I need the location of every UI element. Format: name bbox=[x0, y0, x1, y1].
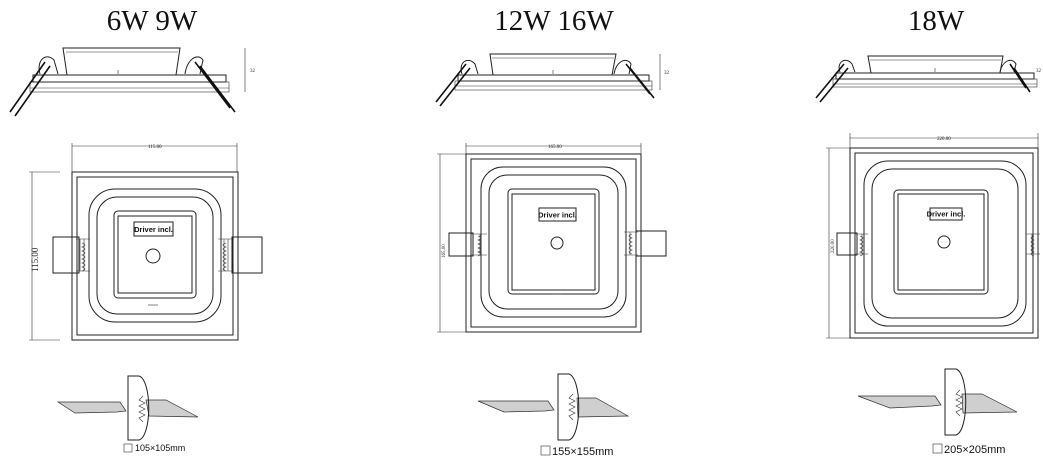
side-height-dim: 32 bbox=[250, 69, 256, 74]
driver-label: Driver incl. bbox=[538, 211, 577, 220]
width-dim: 220.00 bbox=[937, 137, 951, 142]
cutout-size: 155×155mm bbox=[552, 446, 613, 456]
cutout-detail: 155×155mm bbox=[477, 373, 630, 456]
height-dim: 165.00 bbox=[442, 244, 447, 258]
height-dim: 115.00 bbox=[30, 247, 40, 272]
model-18w: 18W 32 220.00 220.00 bbox=[815, 5, 1042, 456]
front-view: 220.00 220.00 Driver incl. bbox=[826, 133, 1040, 339]
side-view: 32 bbox=[815, 55, 1042, 103]
side-view: 32 bbox=[9, 47, 256, 117]
width-dim: 115.00 bbox=[148, 145, 162, 150]
cutout-detail: 105×105mm bbox=[56, 375, 199, 453]
cutout-size: 105×105mm bbox=[135, 443, 185, 453]
driver-label: Driver incl. bbox=[134, 225, 173, 234]
side-height-dim: 32 bbox=[1036, 69, 1042, 74]
front-view: 115.00 115.00 Driver incl. bbox=[29, 143, 263, 341]
cutout-size: 205×205mm bbox=[944, 444, 1005, 456]
side-view: 32 bbox=[435, 53, 670, 107]
height-dim: 220.00 bbox=[831, 239, 836, 253]
model-title: 12W 16W bbox=[494, 5, 614, 37]
side-height-dim: 32 bbox=[664, 71, 670, 76]
model-12w-16w: 12W 16W 32 165.00 165.00 bbox=[435, 5, 670, 456]
width-dim: 165.00 bbox=[548, 145, 562, 150]
model-6w-9w: 6W 9W 32 115.00 115.00 bbox=[9, 5, 263, 453]
cutout-detail: 205×205mm bbox=[857, 368, 1018, 456]
driver-label: Driver incl. bbox=[927, 210, 966, 219]
front-view: 165.00 165.00 Driver incl. bbox=[437, 143, 667, 333]
model-title: 18W bbox=[908, 5, 965, 37]
model-title: 6W 9W bbox=[107, 5, 198, 37]
